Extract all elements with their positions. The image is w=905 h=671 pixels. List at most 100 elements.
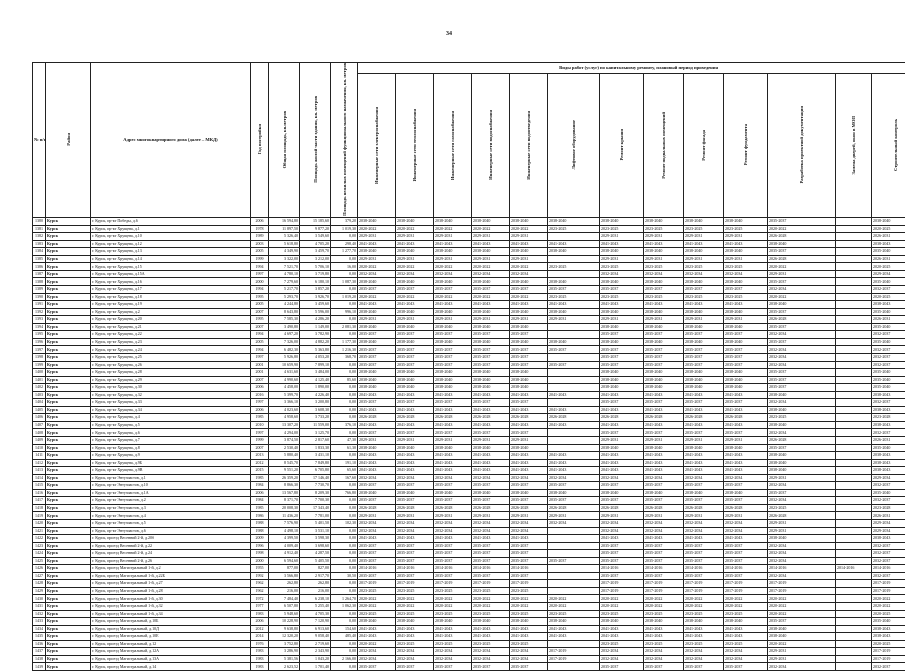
col-header-work-4: Инженерные сети водоотведения	[510, 74, 548, 218]
cell-total-area: 26 359,20	[269, 474, 300, 482]
cell-work-period: 2035-2040	[872, 248, 905, 256]
cell-total-area: 3 366,10	[269, 399, 300, 407]
cell-work-period: 2017-2019	[872, 648, 905, 656]
cell-work-period	[548, 580, 600, 588]
cell-work-period: 2032-2037	[872, 286, 905, 294]
cell-address: г. Курск, пр-кт Хрущева, д.15А	[91, 270, 251, 278]
col-header-work-3: Инженерные сети водоснабжения	[472, 74, 510, 218]
cell-work-period: 2035-2037	[684, 286, 724, 294]
cell-work-period: 2020-2022	[358, 603, 396, 611]
cell-district: Курск	[46, 286, 91, 294]
cell-work-period: 2035-2037	[684, 482, 724, 490]
cell-address: г. Курск, пр-кт Хрущева, д.16	[91, 278, 251, 286]
cell-work-period: 2041-2043	[600, 421, 644, 429]
cell-work-period: 2041-2043	[472, 633, 510, 641]
cell-work-period	[548, 444, 600, 452]
cell-work-period: 2014-2016	[768, 565, 836, 573]
cell-total-area: 7 279,60	[269, 278, 300, 286]
cell-total-area: 20 008,30	[269, 504, 300, 512]
cell-work-period: 2038-2040	[434, 489, 472, 497]
cell-work-period: 2041-2043	[600, 240, 644, 248]
cell-work-period: 2029-2034	[872, 270, 905, 278]
cell-work-period: 2023-2025	[510, 587, 548, 595]
cell-address: г. Курск, пр-кт Хрущева, д.9В	[91, 467, 251, 475]
cell-work-period: 2032-2034	[644, 648, 684, 656]
cell-work-period: 2035-2037	[644, 550, 684, 558]
cell-work-period: 2035-2037	[434, 399, 472, 407]
cell-work-period: 2029-2031	[472, 255, 510, 263]
cell-work-period: 2035-2037	[472, 399, 510, 407]
cell-work-period: 2032-2034	[768, 331, 836, 339]
cell-address: г. Курск, пр-кт Энтузиастов, д.2	[91, 497, 251, 505]
cell-work-period: 2035-2037	[644, 542, 684, 550]
cell-work-period: 2035-2037	[434, 482, 472, 490]
cell-work-period: 2026-2028	[600, 504, 644, 512]
cell-work-period: 2029-2031	[472, 233, 510, 241]
cell-num: 1428	[33, 580, 46, 588]
cell-living-area: 2 719,60	[300, 640, 331, 648]
cell-work-period: 2032-2034	[644, 655, 684, 663]
cell-work-period: 2023-2025	[644, 610, 684, 618]
cell-district: Курск	[46, 452, 91, 460]
cell-work-period: 2017-2019	[358, 580, 396, 588]
cell-total-area: 5 880,40	[269, 452, 300, 460]
cell-work-period: 2032-2034	[768, 429, 836, 437]
cell-work-period: 2041-2043	[684, 391, 724, 399]
cell-work-period: 2029-2031	[396, 316, 434, 324]
cell-work-period	[548, 587, 600, 595]
cell-nonliving-area: 0,00	[331, 406, 358, 414]
cell-nonliving-area: 0,00	[331, 286, 358, 294]
cell-total-area: 4 958,60	[269, 414, 300, 422]
cell-work-period: 2038-2040	[684, 248, 724, 256]
cell-num: 1437	[33, 648, 46, 656]
cell-nonliving-area: 0,00	[331, 557, 358, 565]
cell-year: 1983	[251, 663, 269, 671]
cell-year: 1985	[251, 414, 269, 422]
cell-work-period	[548, 542, 600, 550]
cell-work-period: 2035-2040	[872, 369, 905, 377]
cell-work-period: 2035-2037	[548, 482, 600, 490]
col-header-work-5: Лифтовое оборудование	[548, 74, 600, 218]
cell-num: 1383	[33, 240, 46, 248]
cell-address: г. Курск, пр-кт Хрущева, д.14	[91, 255, 251, 263]
cell-work-period	[836, 301, 872, 309]
cell-total-area: 4 399,50	[269, 535, 300, 543]
cell-district: Курск	[46, 625, 91, 633]
cell-district: Курск	[46, 565, 91, 573]
cell-work-period: 2029-2031	[768, 648, 836, 656]
cell-living-area: 7 730,70	[300, 482, 331, 490]
cell-work-period: 2023-2025	[358, 610, 396, 618]
cell-living-area: 6 180,10	[300, 278, 331, 286]
cell-work-period	[548, 331, 600, 339]
cell-nonliving-area: 0,00	[331, 542, 358, 550]
cell-work-period: 2035-2037	[434, 346, 472, 354]
cell-work-period: 2035-2037	[548, 497, 600, 505]
cell-work-period: 2038-2040	[358, 308, 396, 316]
cell-work-period: 2035-2037	[644, 663, 684, 671]
cell-total-area: 3 874,50	[269, 436, 300, 444]
cell-work-period: 2041-2043	[644, 452, 684, 460]
cell-work-period: 2029-2031	[684, 316, 724, 324]
cell-address: г. Курск, пр-кт Энтузиастов, д.3	[91, 504, 251, 512]
cell-nonliving-area: 0,00	[331, 399, 358, 407]
cell-work-period: 2026-2028	[434, 414, 472, 422]
cell-work-period: 2038-2040	[358, 376, 396, 384]
cell-work-period: 2041-2043	[510, 240, 548, 248]
cell-district: Курск	[46, 535, 91, 543]
cell-work-period: 2035-2040	[872, 384, 905, 392]
cell-work-period: 2014-2016	[684, 565, 724, 573]
cell-work-period: 2020-2022	[768, 603, 836, 611]
cell-work-period: 2038-2040	[684, 278, 724, 286]
cell-total-area: 4 349,90	[269, 248, 300, 256]
cell-work-period: 2035-2037	[396, 429, 434, 437]
cell-district: Курск	[46, 376, 91, 384]
cell-work-period: 2035-2037	[724, 346, 768, 354]
cell-num: 1380	[33, 218, 46, 226]
cell-work-period	[836, 603, 872, 611]
cell-living-area: 4 125,40	[300, 376, 331, 384]
cell-year: 2006	[251, 489, 269, 497]
cell-district: Курск	[46, 648, 91, 656]
